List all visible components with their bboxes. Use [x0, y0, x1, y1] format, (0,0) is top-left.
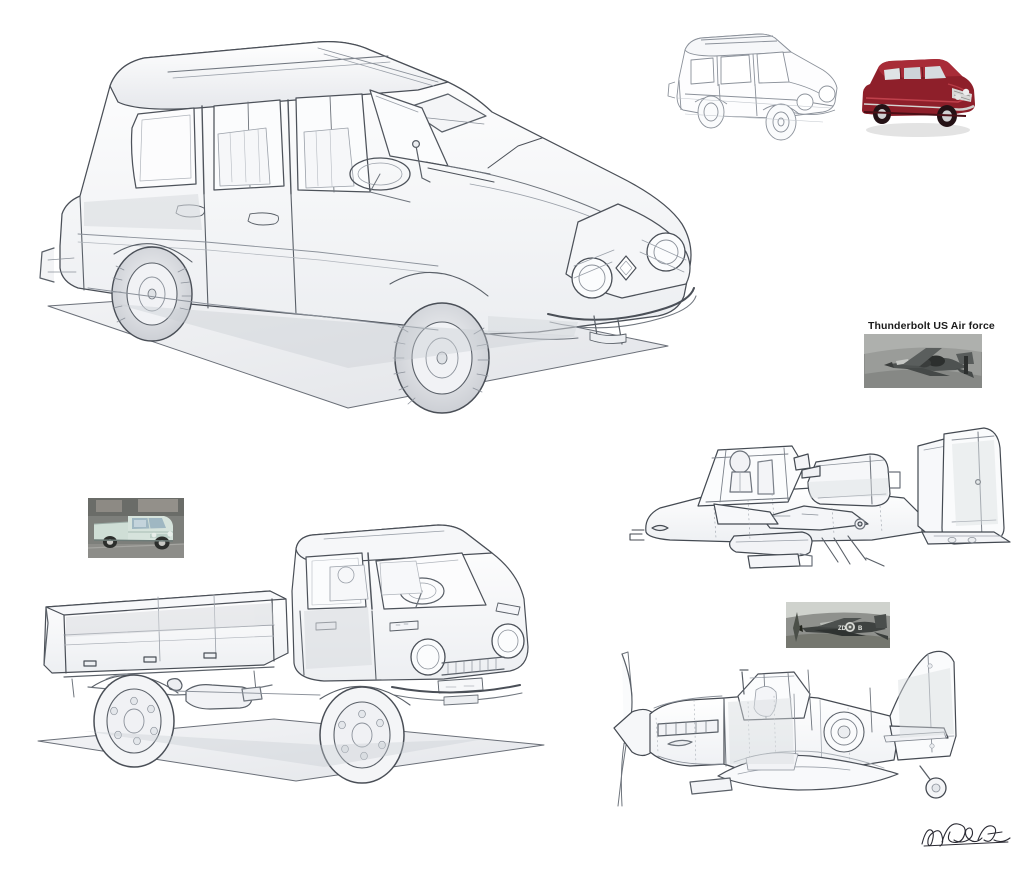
drawing-renault4-main [18, 16, 718, 426]
artist-signature [918, 818, 1014, 852]
drawing-renault4-study [655, 26, 845, 146]
svg-text:ZD: ZD [838, 626, 847, 632]
drawing-a10-thunderbolt [622, 420, 1014, 572]
drawing-spitfire [598, 640, 998, 820]
drawing-kei-truck-main [24, 495, 584, 785]
caption-thunderbolt: Thunderbolt US Air force [868, 320, 995, 332]
photo-kei-truck [88, 498, 184, 558]
photo-thunderbolt [864, 334, 982, 388]
photo-spitfire: ZD B [786, 602, 890, 648]
photo-renault4 [848, 48, 980, 144]
svg-text:B: B [858, 626, 863, 632]
